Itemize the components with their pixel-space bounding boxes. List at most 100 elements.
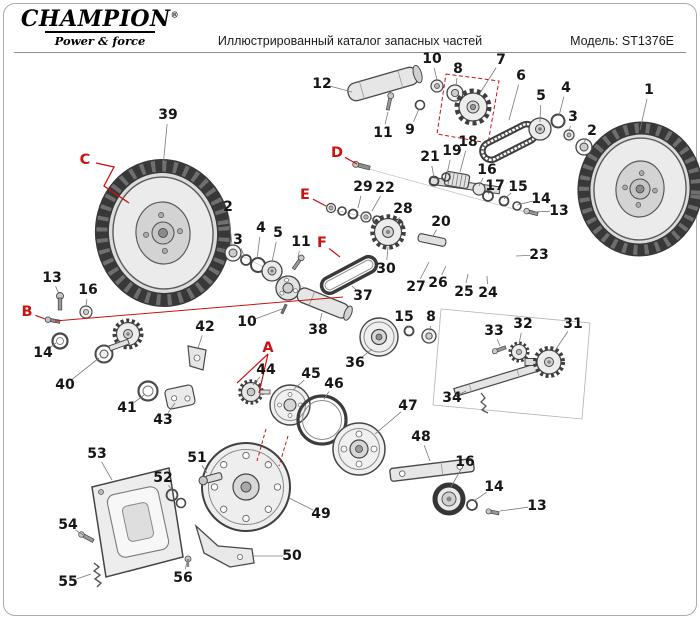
leader-line-2 xyxy=(228,215,233,246)
callout-50: 50 xyxy=(282,548,302,564)
callout-6: 6 xyxy=(516,68,526,84)
leader-line-B xyxy=(35,314,46,320)
callout-48: 48 xyxy=(411,429,430,445)
leader-line-5 xyxy=(271,241,277,263)
leader-line-3 xyxy=(240,248,245,257)
callout-51: 51 xyxy=(187,450,206,466)
leader-line-16 xyxy=(478,177,484,187)
leader-line-18 xyxy=(459,150,467,173)
support-wheel-illustration xyxy=(432,482,500,516)
callout-9: 9 xyxy=(405,122,415,138)
callout-52: 52 xyxy=(153,470,172,486)
callout-41: 41 xyxy=(117,400,136,416)
callout-31: 31 xyxy=(563,316,582,332)
leader-line-E xyxy=(312,198,327,207)
leader-line-19 xyxy=(446,159,451,175)
callout-40: 40 xyxy=(55,377,75,393)
leader-line-47 xyxy=(374,411,402,435)
page-title: Иллюстрированный каталог запасных частей xyxy=(217,34,483,48)
worm-gear-18 xyxy=(443,170,471,190)
leader-line-14 xyxy=(49,342,57,348)
pin-11 xyxy=(385,92,395,111)
leader-line-14 xyxy=(516,200,533,206)
rear-wheel-illustration xyxy=(94,159,232,307)
callout-A: A xyxy=(262,340,274,356)
registered-mark: ® xyxy=(170,9,180,20)
sprocket-7 xyxy=(454,88,492,126)
callout-3: 3 xyxy=(233,232,243,248)
leader-line-48 xyxy=(423,445,431,462)
leader-line-44 xyxy=(252,376,261,386)
leader-line-4 xyxy=(558,96,565,117)
leader-line-55 xyxy=(76,573,92,580)
callout-34: 34 xyxy=(442,390,462,406)
leader-line-11 xyxy=(384,111,389,125)
leader-line-7 xyxy=(479,67,497,94)
callout-8: 8 xyxy=(453,61,463,77)
leader-line-28 xyxy=(397,217,400,222)
transmission-shaft-illustration xyxy=(325,160,539,247)
callout-4: 4 xyxy=(256,220,266,236)
leader-line-2 xyxy=(583,138,588,143)
callout-45: 45 xyxy=(301,366,320,382)
leader-line-39 xyxy=(162,123,168,168)
callout-27: 27 xyxy=(406,279,425,295)
leader-line-F xyxy=(328,248,341,258)
callout-23: 23 xyxy=(529,247,548,263)
callout-13: 13 xyxy=(549,203,568,219)
header-divider xyxy=(14,52,686,53)
leader-line-37 xyxy=(351,285,357,291)
red-dashed-group-box xyxy=(436,73,500,144)
leader-line-13 xyxy=(530,210,551,213)
callout-25: 25 xyxy=(454,284,473,300)
logo-wordmark: CHAMPION® xyxy=(20,8,180,30)
callout-32: 32 xyxy=(513,316,532,332)
callout-F: F xyxy=(317,235,327,251)
leader-line-33 xyxy=(496,339,501,347)
callout-E: E xyxy=(300,187,310,203)
callout-29: 29 xyxy=(353,179,372,195)
leader-line-14 xyxy=(473,491,487,502)
leader-line-16 xyxy=(85,298,88,307)
callout-B: B xyxy=(21,304,32,320)
model-label: Модель: ST1376E xyxy=(570,34,674,48)
callout-20: 20 xyxy=(431,214,451,230)
wheel-hub-parts-illustration xyxy=(528,113,593,156)
callout-55: 55 xyxy=(58,574,77,590)
lower-shaft-illustration xyxy=(280,287,353,321)
hex-shaft-assembly-illustration xyxy=(432,308,591,420)
leader-line-52 xyxy=(168,484,173,491)
callout-14: 14 xyxy=(33,345,53,361)
friction-disc-assembly-illustration xyxy=(94,318,348,446)
callout-8: 8 xyxy=(426,309,436,325)
leader-line-56 xyxy=(184,561,188,570)
bolt-d-target xyxy=(352,160,371,171)
leader-line-10 xyxy=(433,67,438,81)
callout-28: 28 xyxy=(393,201,412,217)
callout-18: 18 xyxy=(458,134,477,150)
leader-line-3 xyxy=(568,125,571,132)
leader-line-21 xyxy=(431,165,435,178)
leader-line-6 xyxy=(508,84,519,121)
leader-line-15 xyxy=(407,325,410,329)
callout-54: 54 xyxy=(58,517,78,533)
callout-16: 16 xyxy=(78,282,97,298)
upper-sprocket-illustration xyxy=(370,214,406,250)
callout-15: 15 xyxy=(508,179,527,195)
leader-line-12 xyxy=(330,85,353,93)
champion-logo: CHAMPION® Power & force xyxy=(20,8,180,50)
leader-line-43 xyxy=(167,402,176,413)
callout-D: D xyxy=(331,145,343,161)
logo-tagline: Power & force xyxy=(44,31,156,48)
leader-line-31 xyxy=(553,331,569,353)
bolt-11-target xyxy=(291,254,305,271)
leader-line-54 xyxy=(75,529,84,536)
callout-16: 16 xyxy=(477,162,496,178)
callout-24: 24 xyxy=(478,285,498,301)
callout-10: 10 xyxy=(237,314,257,330)
front-wheel-illustration xyxy=(577,121,700,257)
leader-line-34 xyxy=(459,390,467,395)
